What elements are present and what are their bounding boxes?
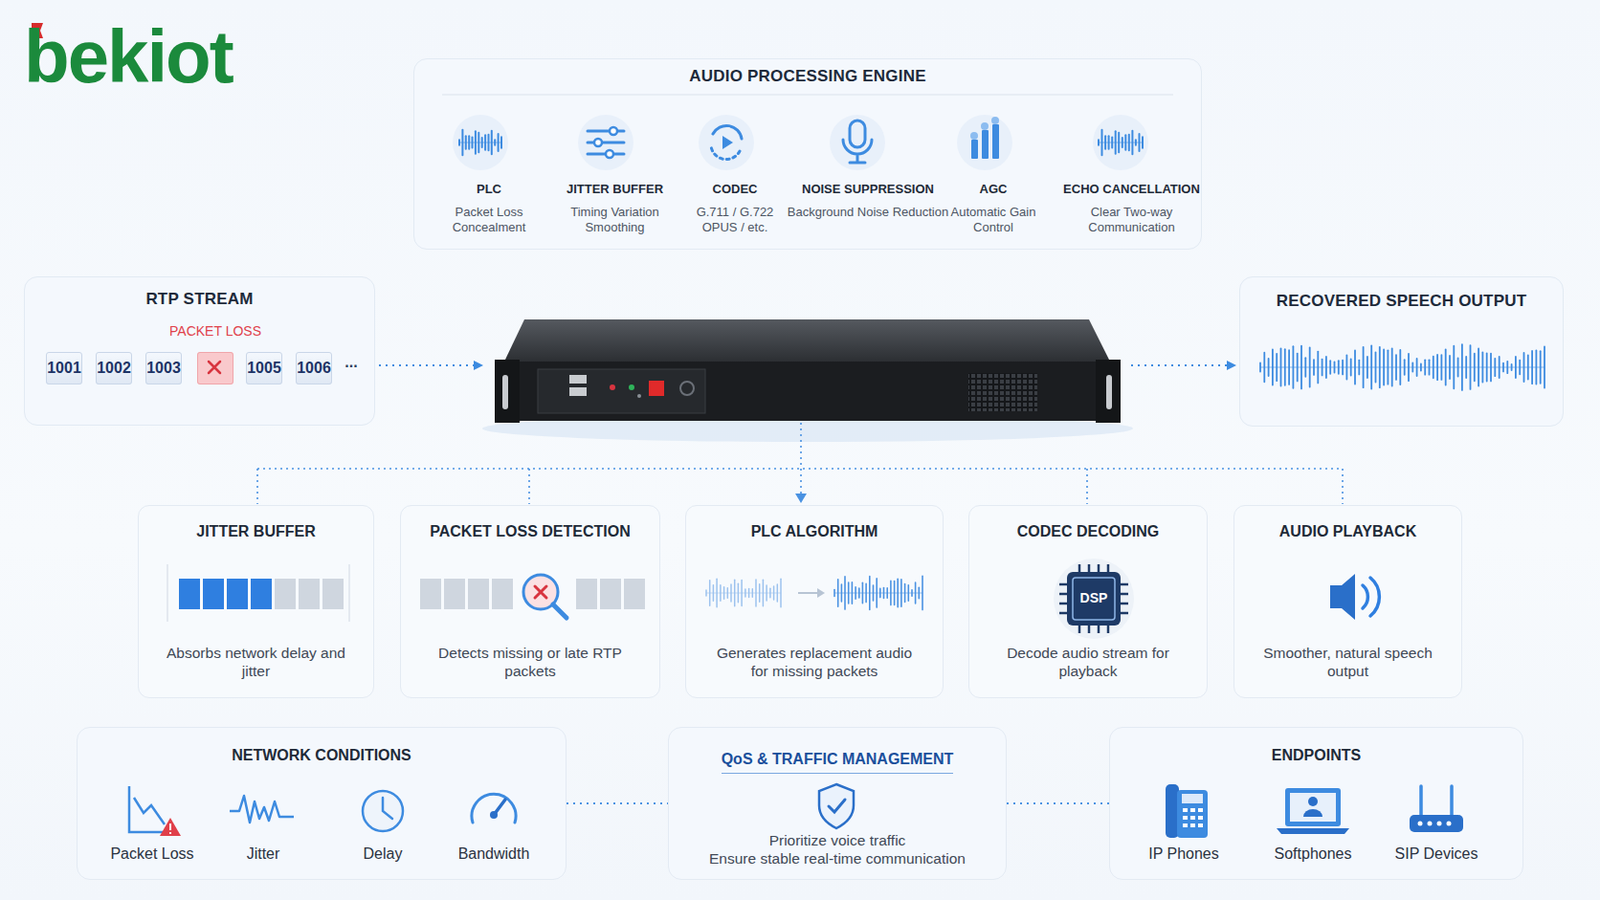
feature-item: NOISE SUPPRESSION Background Noise Reduct… bbox=[786, 105, 950, 245]
box-fill bbox=[137, 505, 375, 699]
icon-label: Softphones bbox=[1274, 845, 1353, 864]
box-fill bbox=[76, 727, 567, 881]
icon-label: Bandwidth bbox=[458, 845, 531, 864]
box-fill bbox=[1109, 727, 1524, 881]
box-fill bbox=[413, 58, 1202, 250]
node-body: Generates replacement audio for missing … bbox=[716, 644, 913, 681]
node-heading: JITTER BUFFER bbox=[196, 523, 315, 541]
node-heading: RECOVERED SPEECH OUTPUT bbox=[1276, 291, 1528, 312]
panel-box: PACKET LOSS DETECTION Detects missing or … bbox=[400, 505, 661, 699]
rtp-packet: 1006 bbox=[295, 352, 333, 385]
node-heading: AUDIO PLAYBACK bbox=[1279, 523, 1417, 541]
panel-box: AUDIO PROCESSING ENGINE PLC Packet Loss Co… bbox=[413, 58, 1202, 250]
panel-box: RECOVERED SPEECH OUTPUT bbox=[1239, 276, 1564, 427]
node-body: Timing Variation Smoothing bbox=[547, 204, 683, 236]
box-fill bbox=[1233, 505, 1463, 699]
node-heading: PLC ALGORITHM bbox=[751, 523, 879, 541]
icon-label: SIP Devices bbox=[1395, 845, 1479, 864]
waveform bbox=[834, 576, 923, 610]
feature-item: ECHO CANCELLATION Clear Two-way Communica… bbox=[1047, 105, 1216, 245]
waveform bbox=[459, 130, 502, 156]
node-heading: RTP STREAM bbox=[145, 289, 253, 310]
panel-box: JITTER BUFFER Absorbs network delay and j… bbox=[137, 505, 375, 699]
node-heading: CODEC bbox=[712, 181, 758, 197]
box-fill bbox=[1239, 276, 1564, 427]
node-heading: PACKET LOSS DETECTION bbox=[429, 523, 631, 541]
rtp-packet: 1003 bbox=[145, 352, 182, 385]
box-fill bbox=[95, 352, 133, 385]
box-fill bbox=[685, 505, 944, 699]
wave-axis bbox=[1260, 367, 1545, 369]
panel-box: PLC ALGORITHM Generates replacement audio… bbox=[685, 505, 944, 699]
node-body: Decode audio stream for playback bbox=[990, 644, 1187, 681]
box-fill bbox=[245, 352, 283, 385]
box-fill bbox=[968, 505, 1208, 699]
panel-box: AUDIO PLAYBACK Smoother, natural speech o… bbox=[1233, 505, 1463, 699]
node-body: Background Noise Reduction bbox=[787, 204, 949, 221]
dotted-connector bbox=[566, 802, 668, 805]
icon-label: IP Phones bbox=[1148, 845, 1220, 864]
node-heading: PACKET LOSS bbox=[169, 323, 262, 339]
node-body: Ensure stable real-time communication bbox=[709, 849, 966, 868]
wave-axis bbox=[834, 593, 923, 595]
waveform bbox=[1260, 344, 1545, 391]
feature-item: PLC Packet Loss Concealment bbox=[423, 105, 555, 245]
node-heading: 1002 bbox=[96, 359, 132, 378]
box-fill bbox=[23, 276, 376, 426]
node-body: Clear Two-way Communication bbox=[1047, 204, 1216, 236]
box-fill bbox=[295, 352, 333, 385]
logo-text: bekiot bbox=[23, 13, 233, 101]
node-heading: JITTER BUFFER bbox=[566, 181, 664, 197]
box-fill bbox=[197, 352, 234, 385]
rtp-packet: 1005 bbox=[245, 352, 283, 385]
node-body: Packet Loss Concealment bbox=[423, 204, 555, 236]
icon-label: Packet Loss bbox=[110, 845, 194, 864]
panel-box: QoS & TRAFFIC MANAGEMENT Prioritize voice… bbox=[667, 727, 1007, 881]
node-heading: 1006 bbox=[296, 359, 332, 378]
node-heading: PLC bbox=[476, 181, 502, 197]
feature-item: JITTER BUFFER Timing Variation Smoothing bbox=[547, 105, 683, 245]
node-body: Detects missing or late RTP packets bbox=[432, 644, 629, 681]
node-heading: QoS & TRAFFIC MANAGEMENT bbox=[721, 751, 955, 775]
waveform bbox=[706, 578, 781, 608]
box-fill bbox=[45, 352, 83, 385]
waveform bbox=[1098, 130, 1143, 156]
node-body: Absorbs network delay and jitter bbox=[157, 644, 355, 681]
wave-axis bbox=[1098, 142, 1143, 144]
ellipsis: ... bbox=[344, 354, 357, 372]
icon-label: Delay bbox=[363, 845, 403, 864]
chip-label: DSP bbox=[1080, 590, 1109, 606]
rtp-packet: PACKET LOSS bbox=[197, 352, 234, 385]
feature-item: AGC Automatic Gain Control bbox=[930, 105, 1057, 245]
box-fill bbox=[400, 505, 661, 699]
rtp-packet: 1002 bbox=[95, 352, 133, 385]
dotted-connector bbox=[1006, 802, 1110, 805]
wave-axis bbox=[459, 142, 502, 144]
node-heading: NOISE SUPPRESSION bbox=[801, 181, 934, 197]
node-body: Automatic Gain Control bbox=[930, 204, 1057, 236]
feature-item: CODEC G.711 / G.722 OPUS / etc. bbox=[679, 105, 791, 245]
node-heading: 1003 bbox=[146, 359, 181, 378]
box-fill bbox=[145, 352, 182, 385]
node-heading: AUDIO PROCESSING ENGINE bbox=[688, 66, 926, 87]
node-heading: ENDPOINTS bbox=[1271, 747, 1361, 765]
node-heading: CODEC DECODING bbox=[1017, 523, 1159, 541]
node-heading: AGC bbox=[979, 181, 1008, 197]
panel-box: RTP STREAM 1001 1002 1003 PACKET LOSS 1005 100… bbox=[23, 276, 376, 426]
node-body: Prioritize voice traffic bbox=[769, 831, 907, 850]
node-body: Smoother, natural speech output bbox=[1249, 644, 1446, 681]
icon-label: Jitter bbox=[246, 845, 281, 864]
node-body: G.711 / G.722 OPUS / etc. bbox=[679, 204, 791, 236]
box-fill bbox=[667, 727, 1007, 881]
node-heading: 1005 bbox=[246, 359, 282, 378]
node-heading: 1001 bbox=[46, 359, 82, 378]
rtp-packet: 1001 bbox=[45, 352, 83, 385]
wave-axis bbox=[706, 593, 781, 595]
node-heading: ECHO CANCELLATION bbox=[1063, 181, 1200, 197]
node-heading: NETWORK CONDITIONS bbox=[231, 747, 412, 765]
